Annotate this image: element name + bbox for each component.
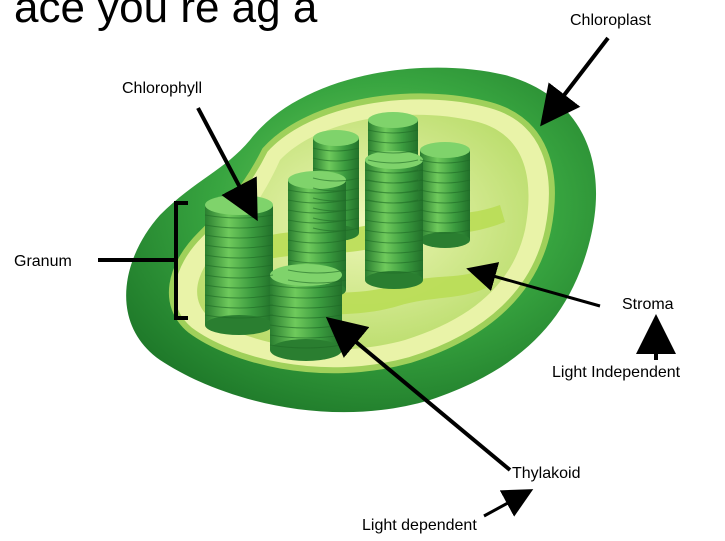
label-light-dependent: Light dependent — [362, 517, 477, 534]
label-granum: Granum — [14, 253, 72, 270]
light-dependent-arrow — [484, 492, 528, 516]
label-light-independent: Light Independent — [552, 364, 681, 381]
label-stroma: Stroma — [622, 296, 674, 313]
chloroplast-body — [126, 68, 596, 413]
granum-stack — [420, 142, 470, 248]
label-thylakoid: Thylakoid — [512, 465, 580, 482]
granum-stack-front-left — [205, 195, 273, 335]
chloroplast-arrow — [545, 38, 608, 120]
label-chlorophyll: Chlorophyll — [122, 80, 202, 97]
title-fragment: ace you re ag a — [14, 0, 318, 32]
label-chloroplast: Chloroplast — [570, 12, 651, 29]
